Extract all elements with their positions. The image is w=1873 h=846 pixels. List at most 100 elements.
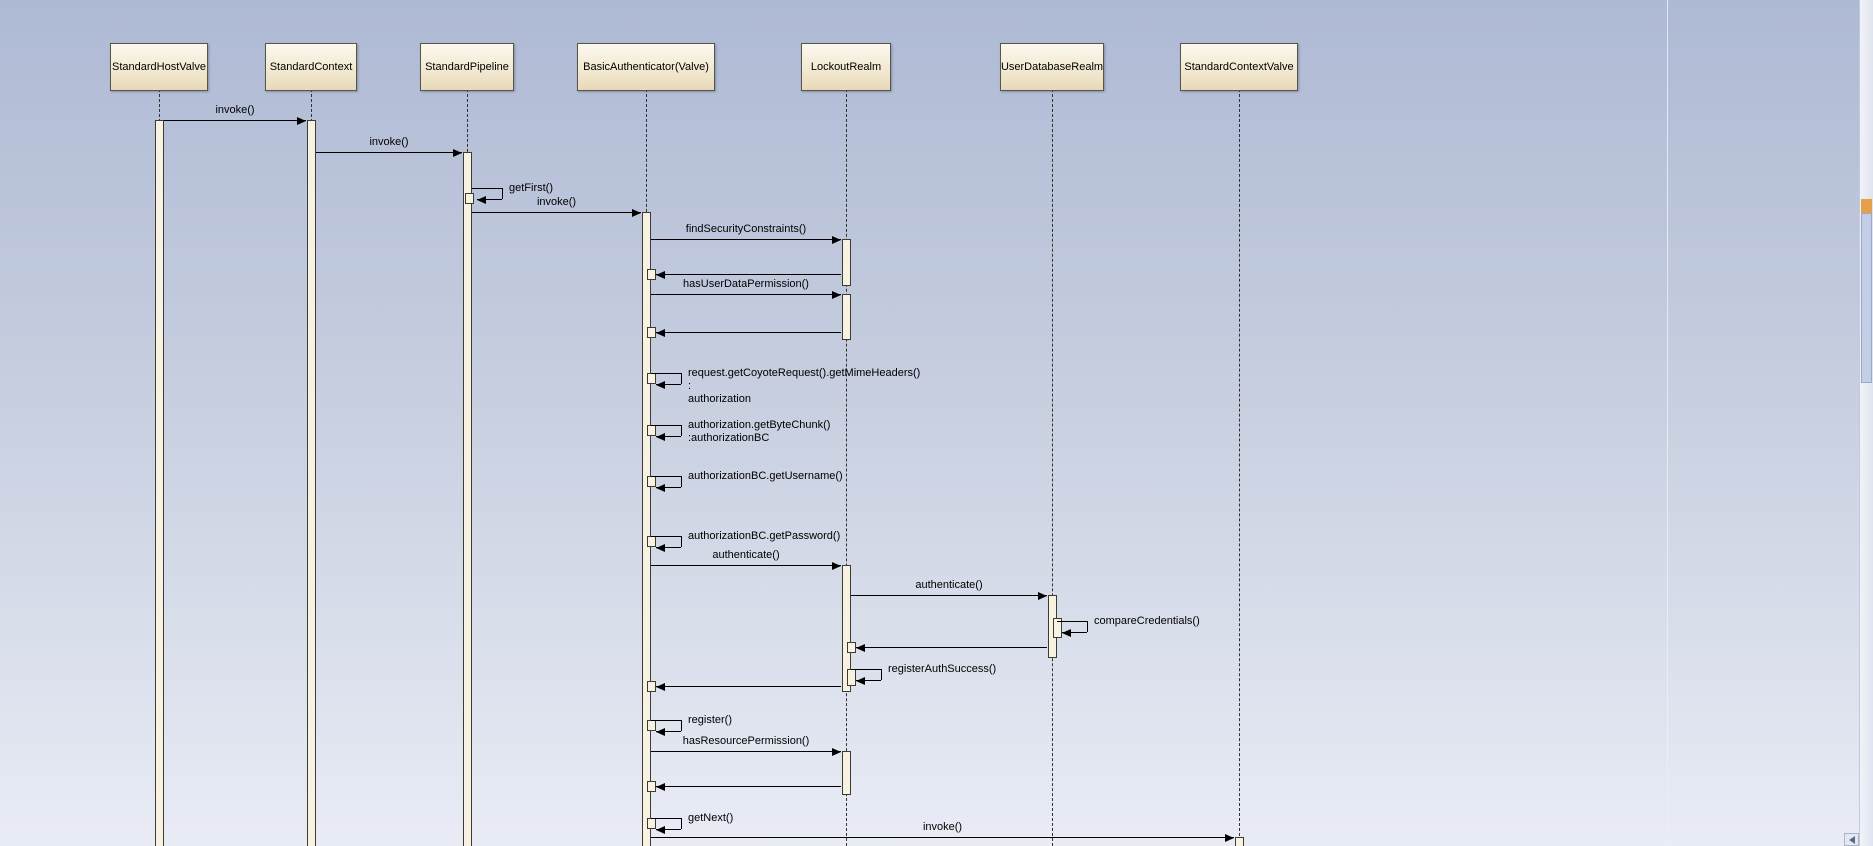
message-line — [656, 686, 841, 687]
message-line — [656, 786, 841, 787]
arrowhead-left — [1062, 628, 1071, 637]
message-line — [164, 120, 306, 121]
lifeline-head-label: StandardPipeline — [425, 61, 509, 73]
activation-bar[interactable] — [306, 120, 316, 846]
page-break-line — [1667, 0, 1668, 846]
message-label[interactable]: register() — [688, 714, 733, 726]
arrowhead-left — [656, 328, 665, 337]
lifeline-head-L4[interactable]: BasicAuthenticator(Valve) — [577, 43, 715, 91]
message-line — [856, 647, 1047, 648]
nested-activation[interactable] — [647, 373, 656, 384]
message-line — [651, 720, 681, 721]
message-line — [651, 476, 681, 477]
message-line — [656, 731, 681, 732]
message-label[interactable]: authorizationBC.getUsername() — [688, 470, 843, 482]
message-line — [651, 818, 681, 819]
arrowhead-right — [832, 290, 841, 299]
message-label[interactable]: invoke() — [215, 104, 255, 116]
message-line — [1087, 621, 1088, 632]
message-line — [656, 547, 681, 548]
message-line — [681, 425, 682, 436]
nested-activation[interactable] — [647, 720, 656, 731]
activation-bar[interactable] — [841, 751, 851, 795]
activation-bar[interactable] — [841, 239, 851, 286]
message-label[interactable]: compareCredentials() — [1094, 615, 1200, 627]
arrowhead-right — [832, 747, 841, 756]
activation-bar[interactable] — [841, 294, 851, 340]
arrowhead-left — [656, 483, 665, 492]
nested-activation[interactable] — [647, 269, 656, 280]
message-line — [651, 239, 841, 240]
message-line — [681, 720, 682, 731]
nested-activation[interactable] — [1053, 618, 1062, 638]
nested-activation[interactable] — [647, 818, 656, 829]
message-label[interactable]: invoke() — [536, 196, 577, 208]
lifeline-head-label: StandardHostValve — [112, 61, 206, 73]
message-line — [651, 837, 1234, 838]
message-label[interactable]: invoke() — [369, 136, 409, 148]
message-label[interactable]: getNext() — [688, 812, 734, 824]
nested-activation[interactable] — [847, 642, 856, 653]
activation-bar[interactable] — [641, 212, 651, 846]
activation-bar[interactable] — [841, 565, 851, 692]
nested-activation[interactable] — [647, 536, 656, 547]
activation-bar[interactable] — [462, 152, 472, 846]
message-label[interactable]: findSecurityConstraints() — [685, 223, 807, 235]
arrowhead-left — [656, 727, 665, 736]
message-line — [681, 818, 682, 829]
lifeline-head-L6[interactable]: UserDatabaseRealm — [1000, 43, 1104, 91]
arrowhead-right — [453, 148, 462, 157]
arrowhead-right — [297, 116, 306, 125]
message-label[interactable]: authenticate() — [712, 549, 780, 561]
nested-activation[interactable] — [847, 669, 856, 686]
message-label[interactable]: authenticate() — [915, 579, 983, 591]
nested-activation[interactable] — [647, 425, 656, 436]
message-line — [856, 680, 881, 681]
nested-activation[interactable] — [465, 193, 474, 204]
message-line — [881, 669, 882, 680]
arrowhead-right — [832, 561, 841, 570]
message-label[interactable]: invoke() — [922, 821, 963, 833]
message-label[interactable]: authorizationBC.getPassword() — [688, 530, 841, 542]
nested-activation[interactable] — [647, 327, 656, 338]
message-line — [472, 212, 641, 213]
message-line — [651, 536, 681, 537]
message-label[interactable]: request.getCoyoteRequest().getMimeHeader… — [688, 367, 921, 405]
message-line — [681, 476, 682, 487]
arrowhead-left — [656, 682, 665, 691]
message-line — [472, 188, 502, 189]
arrowhead-right — [832, 235, 841, 244]
vertical-scrollbar[interactable] — [1859, 0, 1873, 846]
lifeline-L6[interactable] — [1052, 89, 1053, 846]
message-line — [502, 188, 503, 199]
horizontal-scroll-left-button[interactable] — [1844, 833, 1859, 846]
message-label[interactable]: getFirst() — [509, 182, 553, 194]
nested-activation[interactable] — [647, 781, 656, 792]
activation-bar[interactable] — [154, 120, 164, 846]
message-label[interactable]: hasResourcePermission() — [682, 735, 810, 747]
lifeline-head-L2[interactable]: StandardContext — [265, 43, 357, 91]
vertical-scrollbar-thumb[interactable] — [1861, 213, 1872, 383]
nested-activation[interactable] — [647, 681, 656, 692]
activation-bar[interactable] — [1234, 837, 1244, 846]
lifeline-L7[interactable] — [1239, 89, 1240, 846]
message-line — [651, 294, 841, 295]
lifeline-head-L1[interactable]: StandardHostValve — [110, 43, 208, 91]
lifeline-head-label: UserDatabaseRealm — [1000, 61, 1104, 73]
lifeline-head-L3[interactable]: StandardPipeline — [420, 43, 514, 91]
arrowhead-right — [632, 208, 641, 217]
message-label[interactable]: hasUserDataPermission() — [683, 278, 809, 290]
message-label[interactable]: registerAuthSuccess() — [888, 663, 997, 675]
message-line — [1057, 621, 1087, 622]
lifeline-head-L5[interactable]: LockoutRealm — [801, 43, 891, 91]
arrowhead-left — [656, 543, 665, 552]
lifeline-L5[interactable] — [846, 89, 847, 846]
message-label[interactable]: authorization.getByteChunk() :authorizat… — [688, 419, 831, 444]
nested-activation[interactable] — [647, 476, 656, 487]
message-line — [681, 373, 682, 384]
message-line — [656, 829, 681, 830]
message-line — [656, 487, 681, 488]
arrowhead-left — [656, 270, 665, 279]
lifeline-head-L7[interactable]: StandardContextValve — [1180, 43, 1298, 91]
